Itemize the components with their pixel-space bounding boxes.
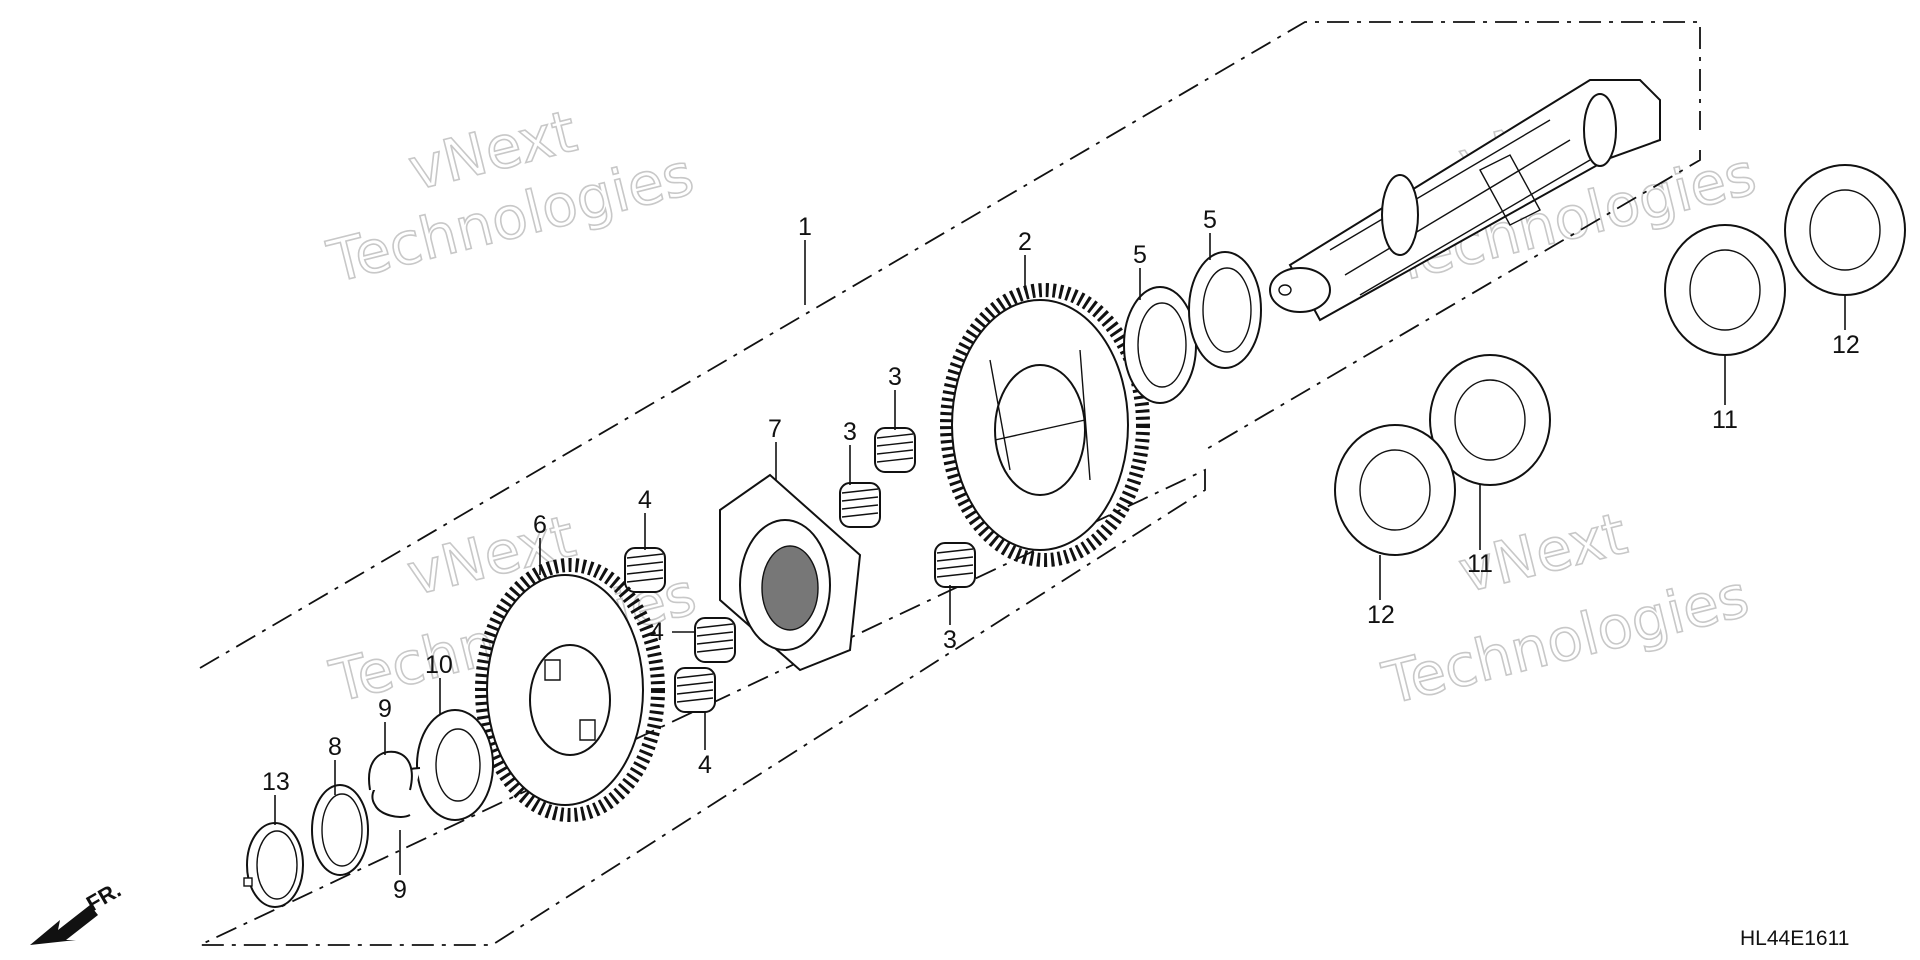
document-code: HL44E1611 — [1740, 927, 1849, 950]
splined-washer-part-10 — [416, 709, 494, 821]
callout-10: 10 — [425, 651, 453, 679]
callout-8: 8 — [328, 733, 342, 761]
split-rings-part-9 — [368, 750, 421, 818]
gear-part-6 — [475, 558, 665, 822]
watermark-top-left: vNext Technologies — [320, 96, 701, 297]
output-shaft — [1269, 79, 1661, 322]
callout-12: 12 — [1832, 331, 1860, 359]
damper-hub-part-7 — [719, 473, 862, 672]
callout-4: 4 — [638, 486, 652, 514]
callout-11: 11 — [1467, 550, 1493, 578]
callout-7: 7 — [768, 415, 782, 443]
thrust-washers-part-5 — [1123, 251, 1262, 404]
callout-5: 5 — [1203, 206, 1217, 234]
callout-6: 6 — [533, 511, 547, 539]
front-direction-marker: FR. — [30, 877, 125, 945]
watermark-text: Technologies — [1376, 562, 1755, 718]
callout-1: 1 — [798, 213, 812, 241]
front-arrow-icon — [30, 905, 98, 945]
callout-4: 4 — [650, 618, 664, 646]
callout-3: 3 — [888, 363, 902, 391]
bearing-part-11-center — [1429, 354, 1551, 486]
callout-13: 13 — [262, 768, 290, 796]
damper-springs — [624, 427, 976, 713]
callout-3: 3 — [943, 626, 957, 654]
bearing-part-12-center — [1334, 424, 1456, 556]
callout-11: 11 — [1712, 406, 1738, 434]
leader-lines — [274, 233, 1846, 875]
callout-12: 12 — [1367, 601, 1395, 629]
callout-5: 5 — [1133, 241, 1147, 269]
snap-ring-part-13 — [243, 822, 304, 908]
gear-large-part-2 — [940, 283, 1150, 567]
callout-9: 9 — [393, 876, 407, 904]
ring-part-8 — [311, 784, 369, 876]
callout-3: 3 — [843, 418, 857, 446]
bearing-part-11-right — [1664, 224, 1786, 356]
callout-labels: 1 2 3 3 3 4 4 4 5 5 6 7 8 9 9 10 11 11 1… — [262, 206, 1860, 904]
callout-2: 2 — [1018, 228, 1032, 256]
bearing-part-12-right — [1784, 164, 1906, 296]
callout-4: 4 — [698, 751, 712, 779]
callout-9: 9 — [378, 695, 392, 723]
